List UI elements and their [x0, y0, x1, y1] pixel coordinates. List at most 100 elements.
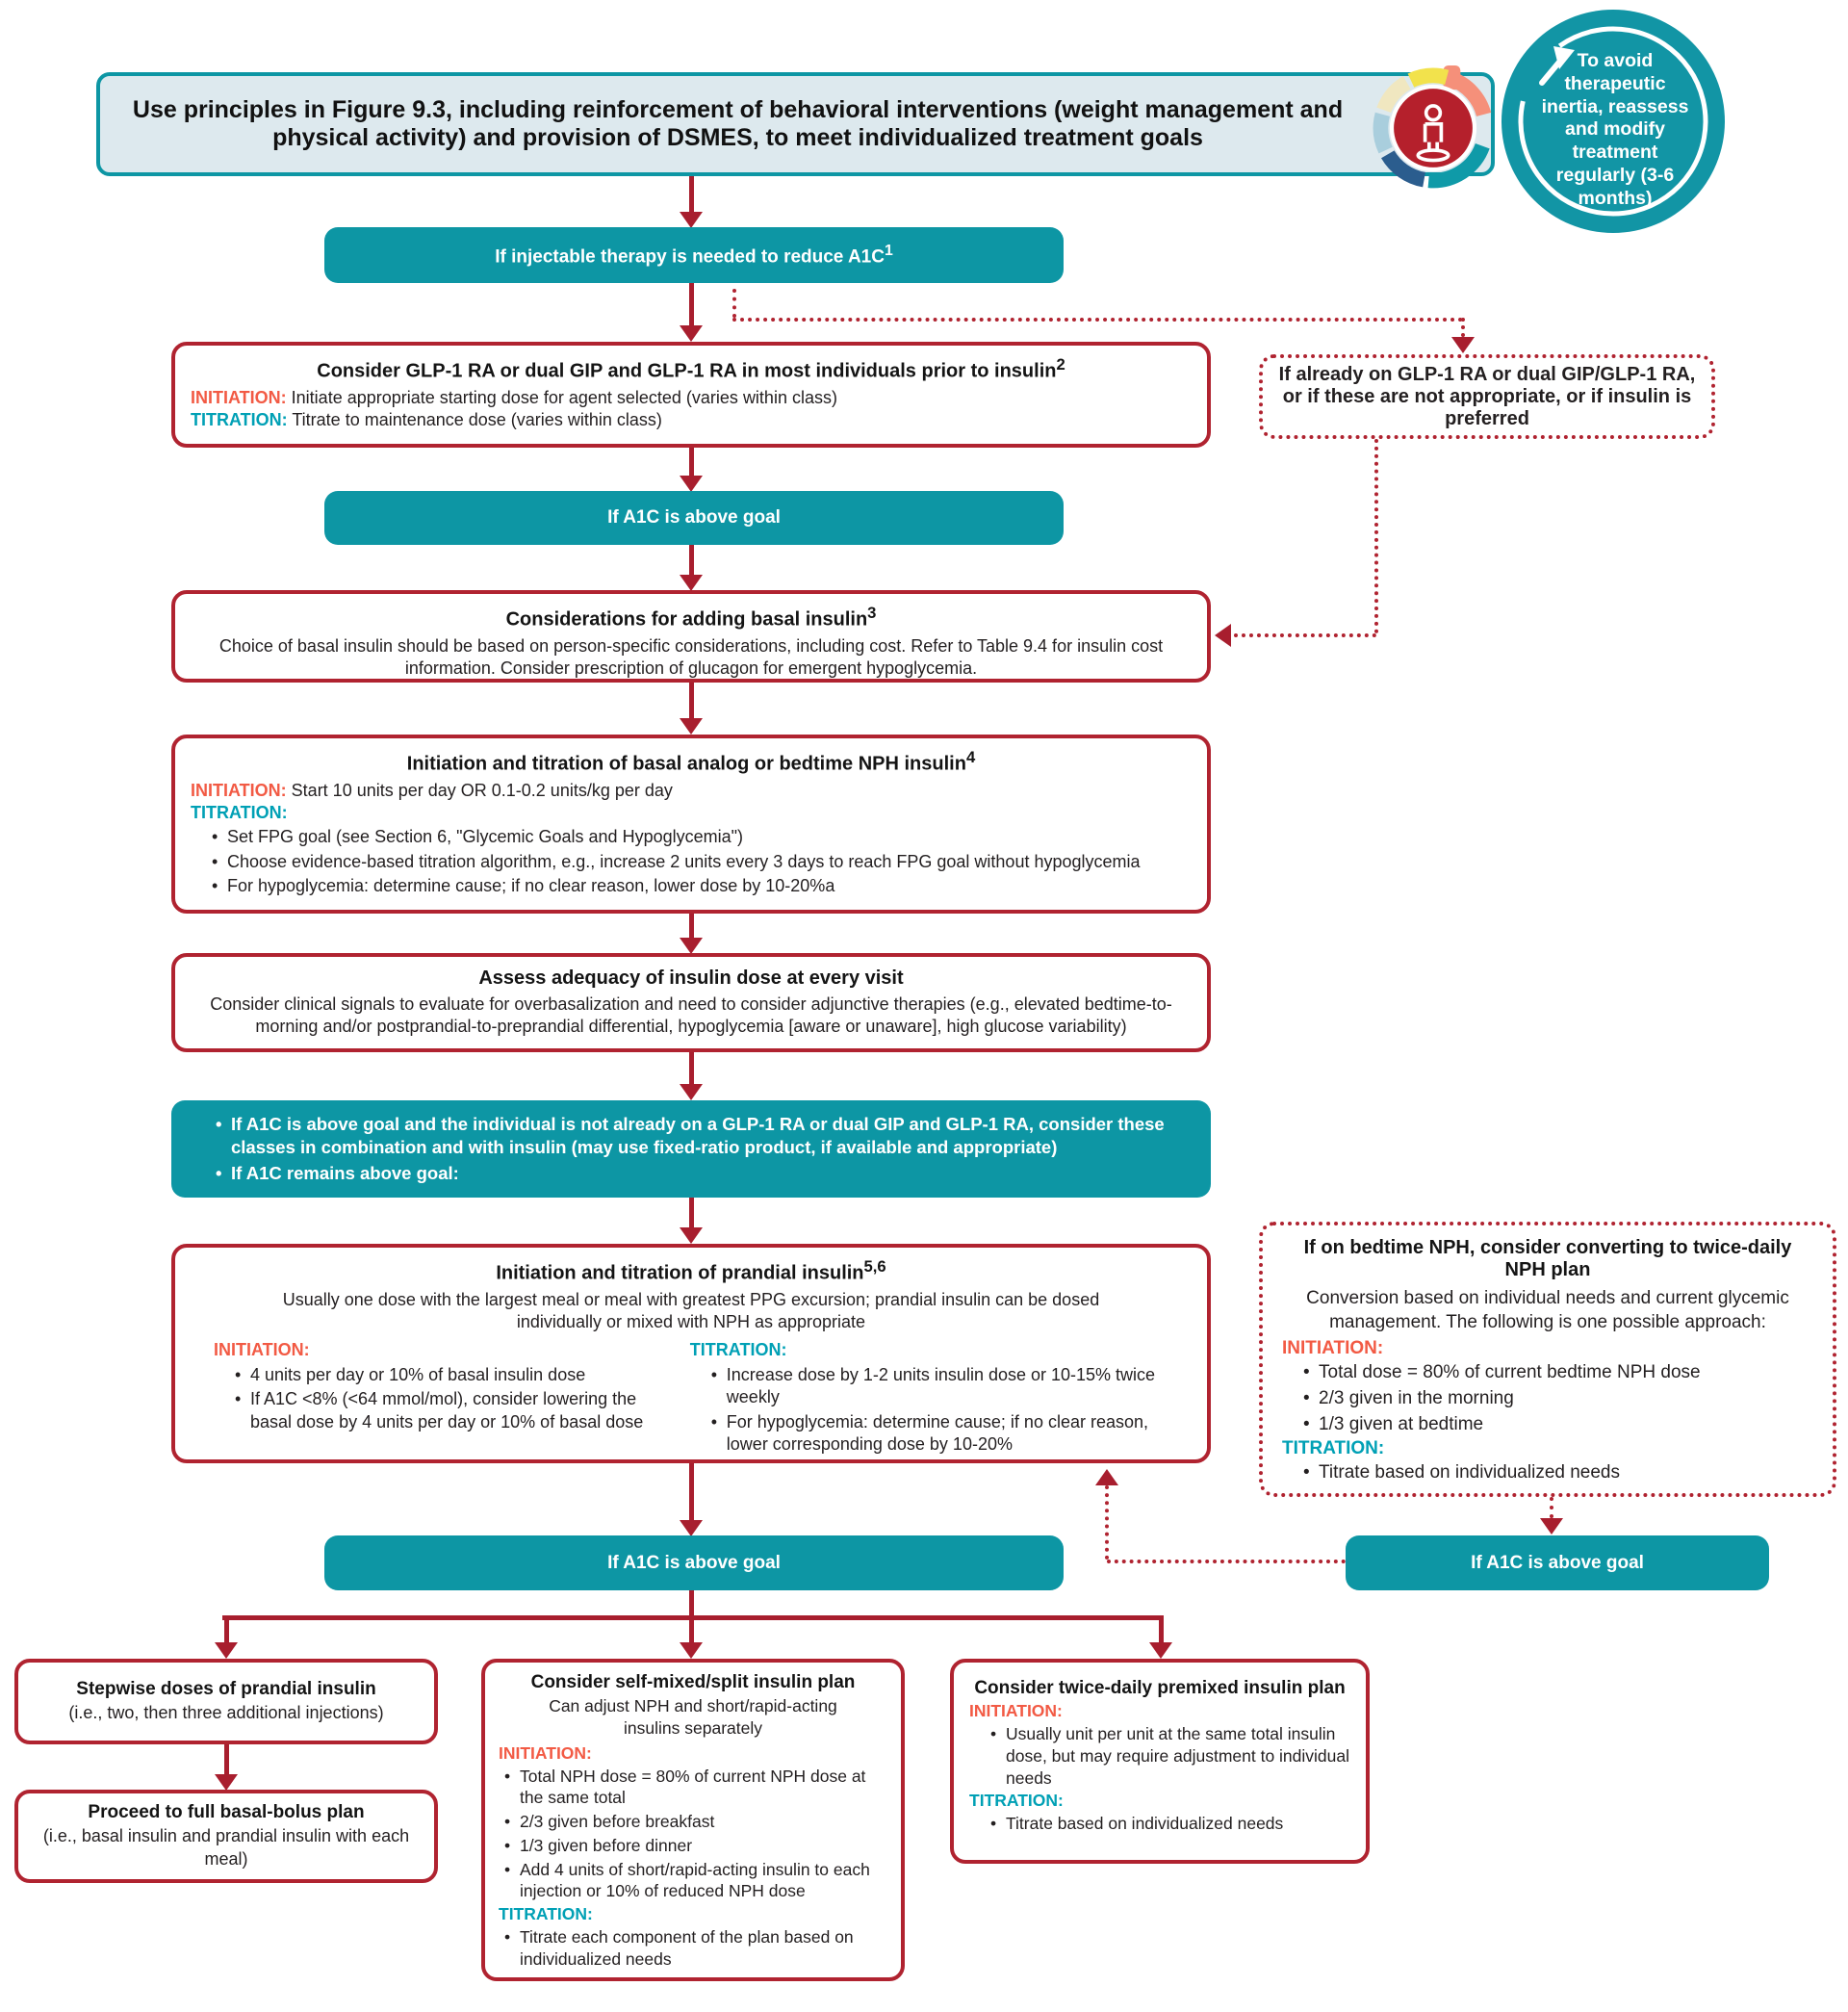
dotted-connector	[732, 318, 1463, 322]
considerations-title: Considerations for adding basal insulin3	[505, 604, 877, 631]
list-item: 1/3 given at bedtime	[1303, 1413, 1813, 1437]
combo-list: If A1C is above goal and the individual …	[194, 1113, 1188, 1186]
connector-arrow	[689, 1052, 694, 1085]
prandial-titration-list: Increase dose by 1-2 units insulin dose …	[690, 1364, 1192, 1457]
list-item: Usually unit per unit at the same total …	[990, 1723, 1350, 1789]
arrowhead-down-icon	[680, 476, 703, 492]
box-assess-adequacy: Assess adequacy of insulin dose at every…	[171, 953, 1211, 1052]
box-basal-considerations: Considerations for adding basal insulin3…	[171, 590, 1211, 683]
list-item: If A1C <8% (<64 mmol/mol), consider lowe…	[235, 1388, 661, 1433]
dotted-connector	[1105, 1485, 1109, 1560]
arrowhead-down-icon	[215, 1774, 238, 1791]
list-item: Increase dose by 1-2 units insulin dose …	[711, 1364, 1192, 1409]
nph-body: Conversion based on individual needs and…	[1306, 1288, 1789, 1332]
box-glp1-consideration: Consider GLP-1 RA or dual GIP and GLP-1 …	[171, 342, 1211, 448]
arrowhead-down-icon	[680, 1084, 703, 1100]
box-self-mixed: Consider self-mixed/split insulin plan C…	[481, 1659, 905, 1981]
connector-arrow	[689, 683, 694, 719]
arrowhead-left-icon	[1215, 624, 1231, 647]
box-stepwise-prandial: Stepwise doses of prandial insulin (i.e.…	[14, 1659, 438, 1744]
connector-line	[689, 1590, 694, 1620]
header-text: Use principles in Figure 9.3, including …	[132, 96, 1344, 151]
pill-a1c-above-goal-3: If A1C is above goal	[1346, 1535, 1769, 1590]
box-injectable-therapy: If injectable therapy is needed to reduc…	[324, 227, 1064, 283]
box-nph-conversion: If on bedtime NPH, consider converting t…	[1259, 1222, 1836, 1497]
box-premixed: Consider twice-daily premixed insulin pl…	[950, 1659, 1370, 1864]
arrowhead-up-icon	[1095, 1469, 1118, 1485]
nph-title: If on bedtime NPH, consider converting t…	[1303, 1237, 1792, 1280]
dotted-connector	[732, 289, 736, 318]
self-mixed-title: Consider self-mixed/split insulin plan	[530, 1672, 856, 1692]
self-mixed-subtitle: Can adjust NPH and short/rapid-acting in…	[549, 1696, 837, 1738]
connector-line	[689, 1615, 694, 1643]
nph-initiation-label: INITIATION:	[1282, 1338, 1384, 1359]
connector-arrow	[689, 914, 694, 939]
connector-arrow	[689, 448, 694, 477]
arrowhead-down-icon	[215, 1642, 238, 1659]
list-item: Titrate each component of the plan based…	[504, 1926, 887, 1971]
box-basal-initiation: Initiation and titration of basal analog…	[171, 735, 1211, 914]
stepwise-body: (i.e., two, then three additional inject…	[68, 1702, 384, 1722]
list-item: Add 4 units of short/rapid-acting insuli…	[504, 1859, 887, 1903]
prandial-titration-label: TITRATION:	[689, 1340, 787, 1360]
dotted-connector	[1234, 633, 1376, 637]
connector-line	[224, 1615, 229, 1643]
person-icon-background	[1389, 84, 1477, 172]
list-item: Choose evidence-based titration algorith…	[212, 851, 1192, 874]
already-text: If already on GLP-1 RA or dual GIP/GLP-1…	[1278, 363, 1696, 429]
dotted-connector	[1550, 1497, 1553, 1518]
connector-line	[1159, 1615, 1164, 1643]
box-combination-note: If A1C is above goal and the individual …	[171, 1100, 1211, 1198]
connector-arrow	[689, 176, 694, 213]
arrowhead-down-icon	[680, 575, 703, 591]
list-item: Total dose = 80% of current bedtime NPH …	[1303, 1361, 1813, 1385]
arrowhead-down-icon	[680, 1227, 703, 1244]
basal-initiation: INITIATION: Start 10 units per day OR 0.…	[191, 780, 673, 800]
arrowhead-down-icon	[680, 325, 703, 342]
arrowhead-down-icon	[680, 938, 703, 954]
list-item: 1/3 given before dinner	[504, 1835, 887, 1857]
premixed-titration-label: TITRATION:	[969, 1791, 1064, 1811]
self-mixed-titration-label: TITRATION:	[499, 1904, 593, 1923]
self-mixed-initiation-label: INITIATION:	[499, 1742, 592, 1763]
a1c-text: If A1C is above goal	[1471, 1552, 1644, 1573]
glp1-title: Consider GLP-1 RA or dual GIP and GLP-1 …	[317, 355, 1065, 382]
prandial-subtitle: Usually one dose with the largest meal o…	[282, 1289, 1100, 1332]
self-mixed-titration-list: Titrate each component of the plan based…	[499, 1926, 887, 1971]
stepwise-title: Stepwise doses of prandial insulin	[76, 1678, 376, 1699]
self-mixed-initiation-list: Total NPH dose = 80% of current NPH dose…	[499, 1766, 887, 1903]
inertia-badge-text: To avoid therapeutic inertia, reassess a…	[1541, 50, 1689, 209]
list-item: For hypoglycemia: determine cause; if no…	[711, 1411, 1192, 1457]
injectable-text: If injectable therapy is needed to reduc…	[495, 242, 893, 268]
list-item: 4 units per day or 10% of basal insulin …	[235, 1364, 661, 1387]
basal-title: Initiation and titration of basal analog…	[406, 748, 976, 775]
connector-arrow	[689, 1463, 694, 1521]
prandial-titration-column: TITRATION: Increase dose by 1-2 units in…	[661, 1339, 1192, 1457]
premixed-title: Consider twice-daily premixed insulin pl…	[974, 1678, 1346, 1698]
list-item: Total NPH dose = 80% of current NPH dose…	[504, 1766, 887, 1810]
basal-titration-label: TITRATION:	[191, 803, 288, 823]
glp1-initiation: INITIATION: Initiate appropriate startin…	[191, 387, 837, 407]
arrowhead-down-icon	[1149, 1642, 1172, 1659]
dotted-connector	[1374, 439, 1378, 633]
list-item: If A1C remains above goal:	[216, 1162, 1188, 1185]
header-banner: Use principles in Figure 9.3, including …	[96, 72, 1495, 176]
dotted-connector	[1107, 1560, 1346, 1563]
list-item: 2/3 given before breakfast	[504, 1811, 887, 1833]
arrowhead-down-icon	[1540, 1518, 1563, 1535]
prandial-initiation-column: INITIATION: 4 units per day or 10% of ba…	[191, 1339, 661, 1457]
prandial-title: Initiation and titration of prandial ins…	[496, 1257, 886, 1284]
inertia-badge	[1502, 10, 1725, 233]
arrowhead-down-icon	[680, 1520, 703, 1536]
arrowhead-down-icon	[1451, 337, 1475, 353]
connector-arrow	[689, 1198, 694, 1228]
connector-arrow	[689, 545, 694, 576]
prandial-initiation-list: 4 units per day or 10% of basal insulin …	[214, 1364, 661, 1433]
connector-arrow	[689, 283, 694, 326]
circular-arrow-icon	[1518, 26, 1708, 217]
a1c-text: If A1C is above goal	[607, 1552, 781, 1573]
nph-initiation-list: Total dose = 80% of current bedtime NPH …	[1282, 1361, 1813, 1436]
assess-body: Consider clinical signals to evaluate fo…	[210, 993, 1172, 1036]
basal-bolus-body: (i.e., basal insulin and prandial insuli…	[42, 1826, 410, 1869]
